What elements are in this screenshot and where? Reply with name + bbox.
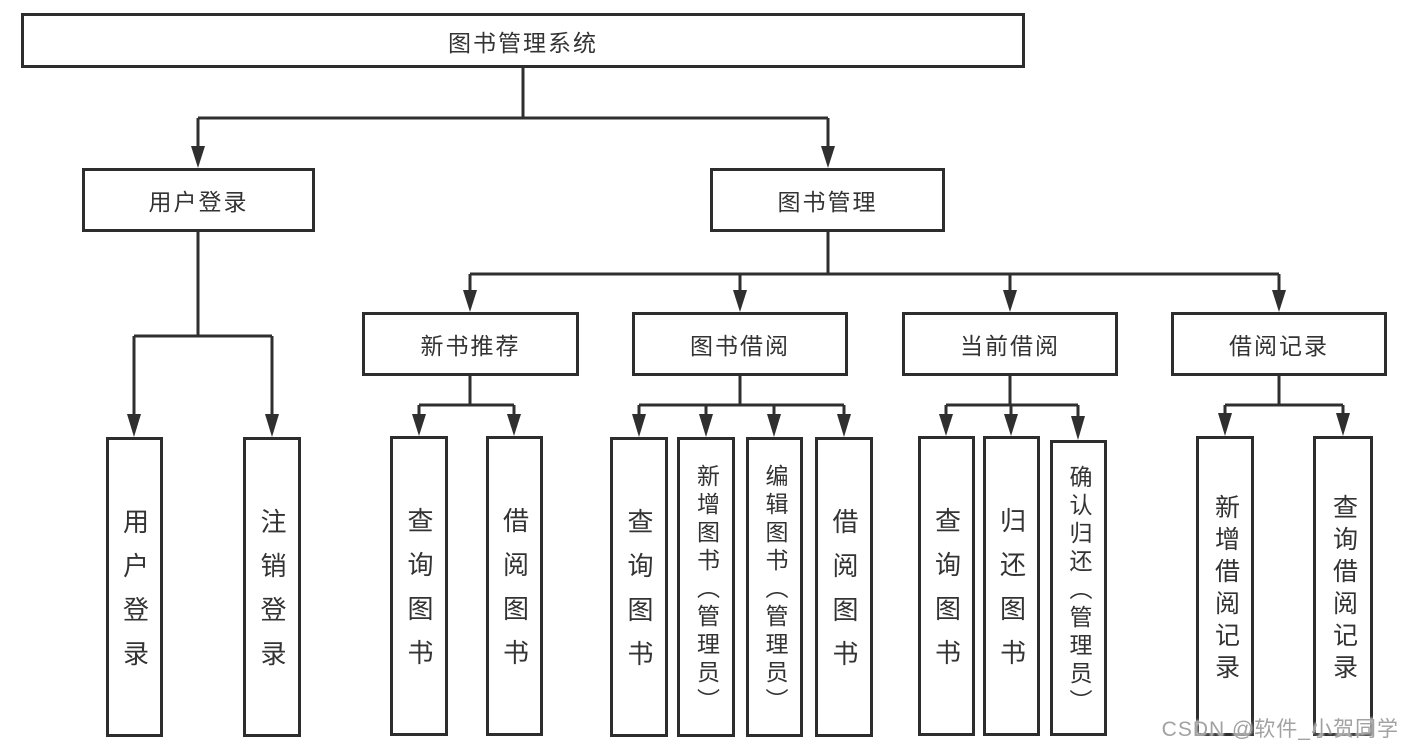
connector-book-mgmt-to-level3 (463, 232, 1286, 312)
leaf-query-book-1: 查询图书 (390, 436, 448, 736)
node-label: 当前借阅 (960, 333, 1060, 359)
leaf-label: 注销登录 (257, 508, 287, 684)
leaf-label: 新增图书（管理员） (693, 463, 720, 716)
connector-book-borrow-to-leaves (632, 376, 851, 437)
leaf-query-book-3: 查询图书 (918, 436, 975, 736)
node-label: 图书借阅 (690, 333, 790, 359)
leaf-borrow-book-1: 借阅图书 (486, 436, 543, 736)
leaf-label: 查询图书 (404, 507, 434, 683)
leaf-label: 用户登录 (119, 508, 150, 684)
connector-user-login-to-leaves (127, 232, 279, 437)
leaf-label: 编辑图书（管理员） (762, 463, 788, 716)
node-borrow-record: 借阅记录 (1171, 312, 1387, 376)
leaf-add-borrow-record: 新增借阅记录 (1196, 436, 1254, 736)
leaf-label: 借阅图书 (829, 508, 859, 684)
node-label: 图书管理 (777, 189, 878, 215)
connector-root-to-level2 (191, 68, 835, 168)
leaf-query-borrow-record: 查询借阅记录 (1313, 436, 1373, 736)
leaf-label: 归还图书 (996, 507, 1027, 683)
leaf-label: 查询图书 (624, 508, 654, 684)
node-current-borrow: 当前借阅 (902, 312, 1118, 376)
leaf-add-book-admin: 新增图书（管理员） (677, 437, 735, 737)
node-label: 图书管理系统 (448, 29, 598, 56)
node-label: 用户登录 (148, 189, 249, 215)
leaf-query-book-2: 查询图书 (610, 437, 668, 737)
leaf-label: 新增借阅记录 (1211, 493, 1240, 686)
leaf-borrow-book-2: 借阅图书 (815, 437, 873, 737)
leaf-label: 借阅图书 (499, 507, 530, 683)
leaf-confirm-return-admin: 确认归还（管理员） (1050, 440, 1107, 736)
connector-borrow-record-to-leaves (1218, 376, 1350, 436)
leaf-label: 查询图书 (931, 507, 962, 683)
leaf-edit-book-admin: 编辑图书（管理员） (746, 437, 803, 737)
node-book-management: 图书管理 (710, 168, 945, 232)
node-root-system: 图书管理系统 (21, 13, 1025, 68)
csdn-watermark: CSDN @软件_小贺同学 (1161, 718, 1399, 741)
leaf-logout: 注销登录 (243, 437, 301, 737)
node-new-book-recommend: 新书推荐 (362, 312, 579, 376)
node-label: 借阅记录 (1229, 333, 1329, 359)
node-user-login: 用户登录 (82, 168, 315, 232)
node-book-borrow: 图书借阅 (632, 312, 848, 376)
connector-new-book-to-leaves (412, 376, 521, 436)
leaf-label: 确认归还（管理员） (1066, 464, 1092, 717)
leaf-label: 查询借阅记录 (1329, 493, 1358, 686)
node-label: 新书推荐 (420, 333, 521, 359)
connector-current-borrow-to-leaves (939, 376, 1085, 440)
leaf-return-book: 归还图书 (983, 436, 1040, 736)
leaf-user-login: 用户登录 (106, 437, 163, 737)
